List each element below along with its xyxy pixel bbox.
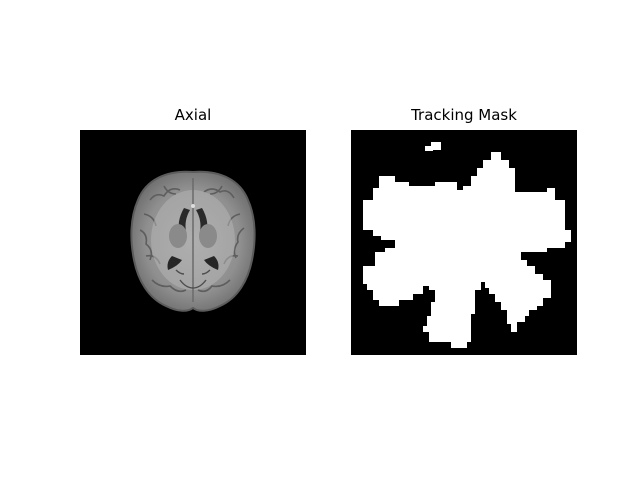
binary-mask-image [351, 130, 577, 355]
tracking-mask-panel [351, 130, 577, 355]
panel-title-axial: Axial [174, 106, 212, 124]
axial-image-panel [80, 130, 306, 355]
panel-title-tracking-mask: Tracking Mask [411, 106, 517, 124]
brain-mri-image [80, 130, 306, 355]
